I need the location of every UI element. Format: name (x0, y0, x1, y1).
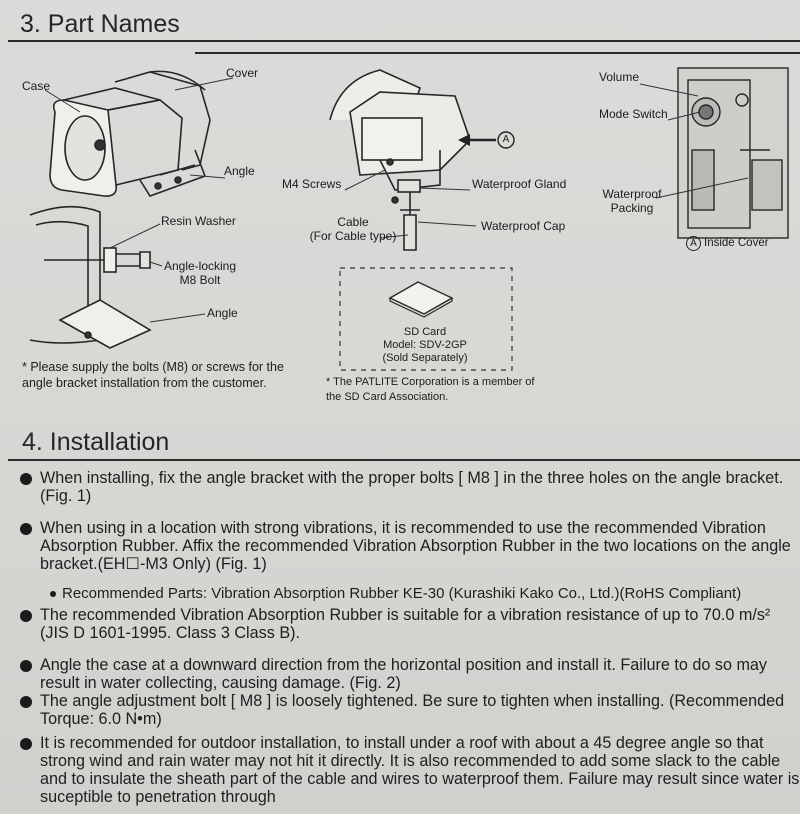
label-cable-line2: (For Cable type) (309, 229, 397, 243)
label-angle-bottom: Angle (207, 306, 238, 320)
label-resin-washer: Resin Washer (161, 214, 236, 228)
sd-card-line1: SD Card (403, 326, 447, 338)
label-angle-locking: Angle-locking M8 Bolt (160, 259, 240, 287)
section-4-title: 4. Installation (22, 428, 170, 456)
label-cable: Cable (For Cable type) (300, 215, 406, 243)
install-bullet-2-text: When using in a location with strong vib… (40, 519, 791, 573)
label-inside-cover-text: Inside Cover (704, 237, 769, 249)
sd-card-line2: Model: SDV-2GP (383, 339, 467, 351)
label-waterproof-gland: Waterproof Gland (472, 177, 567, 191)
note-bolts: * Please supply the bolts (M8) or screws… (22, 360, 284, 390)
label-m4-screws: M4 Screws (282, 177, 342, 191)
part-diagrams (29, 67, 789, 371)
install-bullet-3-text: The recommended Vibration Absorption Rub… (40, 606, 771, 642)
marker-a: A (502, 134, 510, 145)
sub-bullet-icon (50, 591, 56, 598)
circled-a-icon: A (686, 236, 701, 251)
recommended-parts-subbullet: Recommended Parts: Vibration Absorption … (50, 585, 741, 603)
label-cable-line1: Cable (337, 215, 369, 229)
label-waterproof-packing-line2: Packing (610, 201, 654, 215)
install-bullet-1-text: When installing, fix the angle bracket w… (40, 469, 784, 505)
label-waterproof-packing: Waterproof Packing (596, 187, 668, 215)
sd-card-illustration (388, 281, 454, 315)
label-volume: Volume (599, 70, 640, 84)
bullet-icon (20, 473, 32, 485)
section-4-rule (8, 459, 800, 461)
bullet-icon (20, 523, 32, 535)
label-waterproof-cap: Waterproof Cap (481, 219, 566, 233)
label-angle-locking-line1: Angle-locking (163, 259, 237, 273)
section-3-rule-thin (195, 52, 800, 54)
section-3-rule (8, 40, 800, 42)
label-waterproof-packing-line1: Waterproof (602, 187, 662, 201)
bullet-icon (20, 696, 32, 708)
install-bullet-4-text: Angle the case at a downward direction f… (40, 656, 768, 692)
section-3-title: 3. Part Names (20, 10, 180, 38)
note-sd-association: * The PATLITE Corporation is a member of… (326, 376, 535, 403)
sd-card-box (339, 267, 513, 371)
horn-speaker-illustration (49, 70, 211, 197)
bullet-icon (20, 610, 32, 622)
label-mode-switch: Mode Switch (599, 107, 668, 121)
install-bullet-6-text: It is recommended for outdoor installati… (40, 734, 800, 806)
recommended-parts-text: Recommended Parts: Vibration Absorption … (62, 585, 742, 602)
bracket-detail-illustration (29, 205, 152, 349)
speaker-rear-illustration (329, 69, 471, 251)
label-case: Case (22, 79, 51, 93)
label-cover: Cover (226, 66, 259, 80)
bullet-icon (20, 660, 32, 672)
control-panel-illustration (677, 67, 789, 239)
label-angle-locking-line2: M8 Bolt (179, 273, 221, 287)
sd-card-line3: (Sold Separately) (382, 352, 468, 364)
install-bullet-6: It is recommended for outdoor installati… (20, 734, 800, 814)
sd-card-caption: SD Card Model: SDV-2GP (Sold Separately) (349, 326, 501, 365)
label-angle-top: Angle (224, 164, 255, 178)
bullet-icon (20, 738, 32, 750)
install-bullet-5-text: The angle adjustment bolt [ M8 ] is loos… (40, 692, 785, 728)
